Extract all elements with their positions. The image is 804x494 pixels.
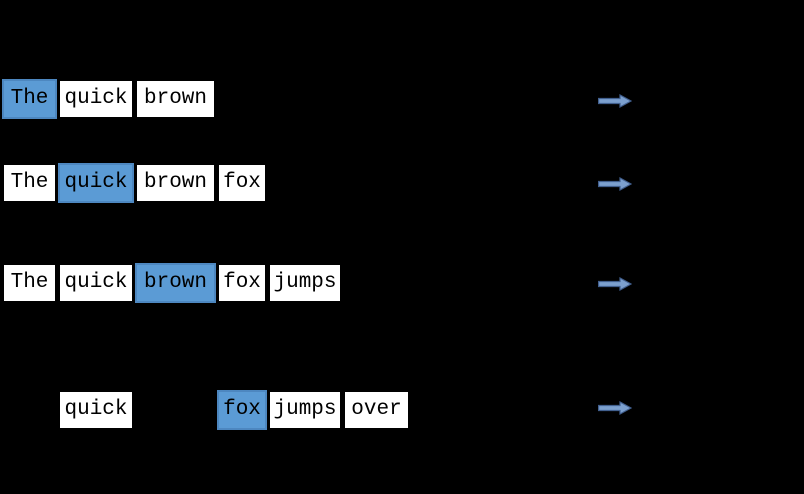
context-window-row-3: The quick brown fox jumps [0,263,804,303]
right-arrow-icon [598,94,632,108]
word-box-over: over [343,390,410,430]
word-box-fox: fox [217,163,267,203]
context-window-row-2: The quick brown fox [0,163,804,203]
right-arrow-icon [598,401,632,415]
word-box-fox: fox [217,263,267,303]
word-box-quick: quick [58,163,134,203]
context-window-row-4: quick fox jumps over [0,390,804,430]
word-box-brown: brown [135,163,216,203]
word-box-brown: brown [135,263,216,303]
word-box-the: The [2,263,57,303]
context-window-row-1: The quick brown [0,79,804,119]
word-box-quick: quick [58,390,134,430]
word-box-quick: quick [58,263,134,303]
right-arrow-shape [598,401,632,415]
word-box-jumps: jumps [268,390,342,430]
word-box-jumps: jumps [268,263,342,303]
word-box-fox: fox [217,390,267,430]
right-arrow-shape [598,94,632,108]
right-arrow-icon [598,177,632,191]
word-box-the: The [2,79,57,119]
right-arrow-shape [598,177,632,191]
word-box-quick: quick [58,79,134,119]
right-arrow-shape [598,277,632,291]
word-box-the: The [2,163,57,203]
word-box-brown: brown [135,79,216,119]
right-arrow-icon [598,277,632,291]
